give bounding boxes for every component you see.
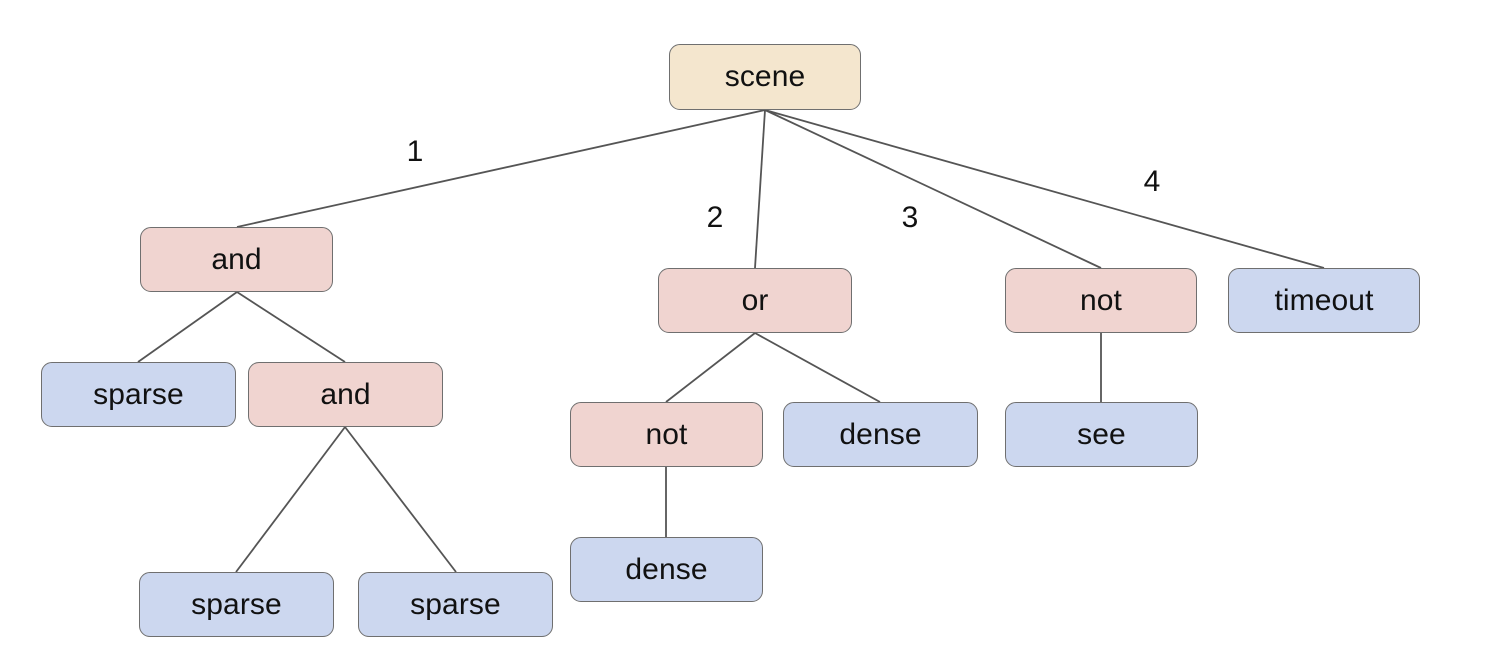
tree-node-or[interactable]: or bbox=[658, 268, 852, 333]
tree-node-not[interactable]: not bbox=[1005, 268, 1197, 333]
tree-edge bbox=[235, 426, 346, 573]
tree-edge bbox=[764, 109, 1325, 269]
tree-edge bbox=[754, 332, 881, 403]
tree-node-dense[interactable]: dense bbox=[570, 537, 763, 602]
tree-node-timeout[interactable]: timeout bbox=[1228, 268, 1420, 333]
tree-node-sparse[interactable]: sparse bbox=[139, 572, 334, 637]
tree-node-see[interactable]: see bbox=[1005, 402, 1198, 467]
tree-edge bbox=[236, 291, 346, 363]
tree-node-not[interactable]: not bbox=[570, 402, 763, 467]
edge-label-1: 1 bbox=[406, 135, 424, 168]
tree-node-sparse[interactable]: sparse bbox=[41, 362, 236, 427]
edge-label-4: 4 bbox=[1143, 165, 1161, 198]
tree-node-dense[interactable]: dense bbox=[783, 402, 978, 467]
tree-node-and[interactable]: and bbox=[248, 362, 443, 427]
tree-edge bbox=[665, 332, 756, 403]
tree-edge bbox=[236, 109, 766, 228]
tree-node-scene[interactable]: scene bbox=[669, 44, 861, 110]
tree-node-sparse[interactable]: sparse bbox=[358, 572, 553, 637]
edge-label-2: 2 bbox=[706, 201, 724, 234]
tree-edge bbox=[764, 109, 1102, 269]
edge-label-3: 3 bbox=[901, 201, 919, 234]
tree-edge bbox=[137, 291, 238, 363]
tree-node-and[interactable]: and bbox=[140, 227, 333, 292]
tree-edge bbox=[344, 426, 457, 573]
tree-edge bbox=[754, 109, 766, 269]
